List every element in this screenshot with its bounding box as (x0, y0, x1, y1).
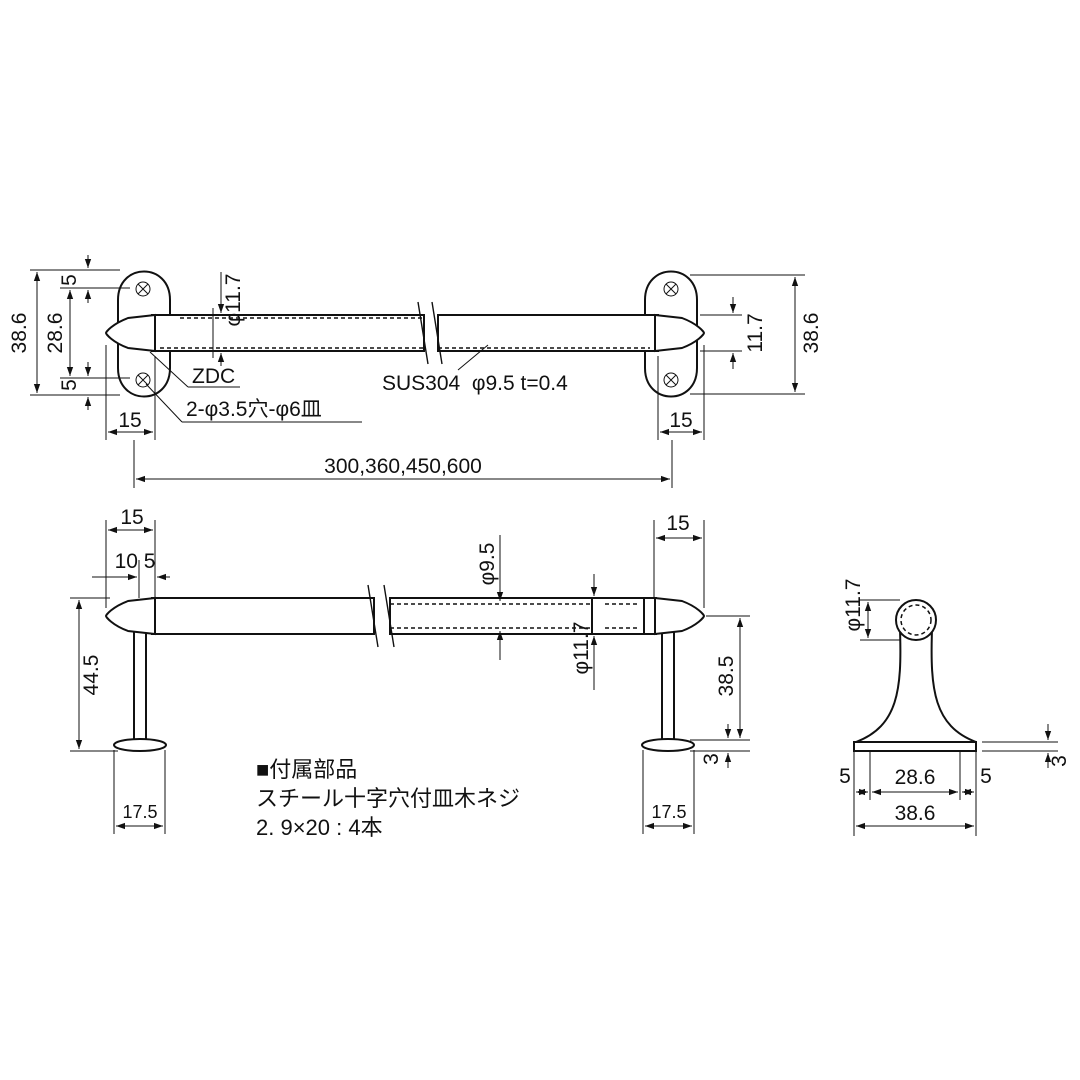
front-tube-diameter-dims: φ9.5 φ11.7 (476, 535, 598, 690)
dim-overall-height: 38.6 (8, 313, 31, 354)
dim-side-overall: 38.6 (895, 802, 936, 825)
top-view: 5 38.6 28.6 5 φ11.7 11.7 38.6 (8, 255, 823, 488)
label-bracket-material: ZDC (192, 365, 235, 388)
dim-left-end: 15 (118, 409, 141, 432)
side-view: φ11.7 3 5 28.6 5 38.6 (839, 579, 1071, 836)
accessories-item: スチール十字穴付皿木ネジ (256, 786, 520, 811)
dim-inner-height: 28.6 (44, 313, 67, 354)
accessories-heading: ■付属部品 (256, 757, 357, 782)
top-right-dimensions: 11.7 38.6 (690, 274, 823, 395)
top-left-dimensions: 5 38.6 28.6 5 (8, 255, 130, 410)
dim-bar-length: 300,360,450,600 (324, 455, 482, 478)
side-tube-section (895, 599, 937, 641)
dim-side-tube-dia: φ11.7 (842, 579, 865, 632)
dim-right-end: 15 (669, 409, 692, 432)
dim-right-overall: 38.6 (800, 313, 823, 354)
dim-front-base-thickness: 3 (700, 753, 723, 765)
dim-side-inner: 28.6 (895, 766, 936, 789)
dim-front-right-overall: 15 (666, 512, 689, 535)
label-tube-material: SUS304 φ9.5 t=0.4 (382, 372, 568, 395)
label-mounting-holes: 2-φ3.5穴-φ6皿 (186, 398, 322, 421)
side-tube-inner (900, 604, 932, 636)
side-bracket-body (855, 629, 977, 743)
front-tube (151, 584, 657, 648)
dim-front-tube-outer: φ11.7 (570, 622, 593, 675)
front-left-end-cap (104, 596, 156, 636)
dim-side-right-margin: 5 (980, 765, 992, 788)
side-dimensions: φ11.7 3 5 28.6 5 38.6 (839, 579, 1071, 836)
dim-top-margin: 5 (58, 274, 81, 286)
top-horizontal-dimensions: 15 15 300,360,450,600 (105, 345, 705, 488)
left-post (133, 629, 147, 743)
front-height-dimensions: 44.5 38.5 3 (70, 597, 750, 768)
dim-left-base: 17.5 (122, 802, 157, 822)
dim-right-base: 17.5 (651, 802, 686, 822)
side-base-plate (853, 741, 977, 752)
accessories-note: ■付属部品 スチール十字穴付皿木ネジ 2. 9×20 : 4本 (256, 757, 520, 840)
dim-bottom-margin: 5 (58, 379, 81, 391)
dim-tube-outer-dia: φ11.7 (222, 274, 245, 327)
front-view: 15 10 5 15 φ9.5 φ11.7 44.5 (70, 506, 750, 834)
top-tube-diameter-dim: φ11.7 (212, 272, 245, 366)
dim-front-tube-inner: φ9.5 (476, 543, 499, 586)
right-base-plate (641, 738, 695, 752)
dim-front-right-height: 38.5 (715, 656, 738, 697)
right-end-cap (654, 313, 706, 353)
front-right-end-cap (654, 596, 706, 636)
dim-front-left-split: 10 5 (115, 550, 156, 573)
front-base-dimensions: 17.5 17.5 (113, 750, 695, 834)
dim-side-left-margin: 5 (839, 765, 851, 788)
dim-side-base-thickness: 3 (1048, 755, 1071, 767)
dim-front-height: 44.5 (80, 655, 103, 696)
left-end-cap (104, 313, 156, 353)
dim-right-inner: 11.7 (744, 313, 767, 352)
accessories-spec: 2. 9×20 : 4本 (256, 815, 383, 840)
right-post (661, 629, 675, 743)
front-top-dimensions: 15 10 5 15 (92, 506, 705, 608)
top-view-labels: ZDC 2-φ3.5穴-φ6皿 SUS304 φ9.5 t=0.4 (145, 344, 568, 423)
dim-front-left-overall: 15 (120, 506, 143, 529)
left-base-plate (113, 738, 167, 752)
